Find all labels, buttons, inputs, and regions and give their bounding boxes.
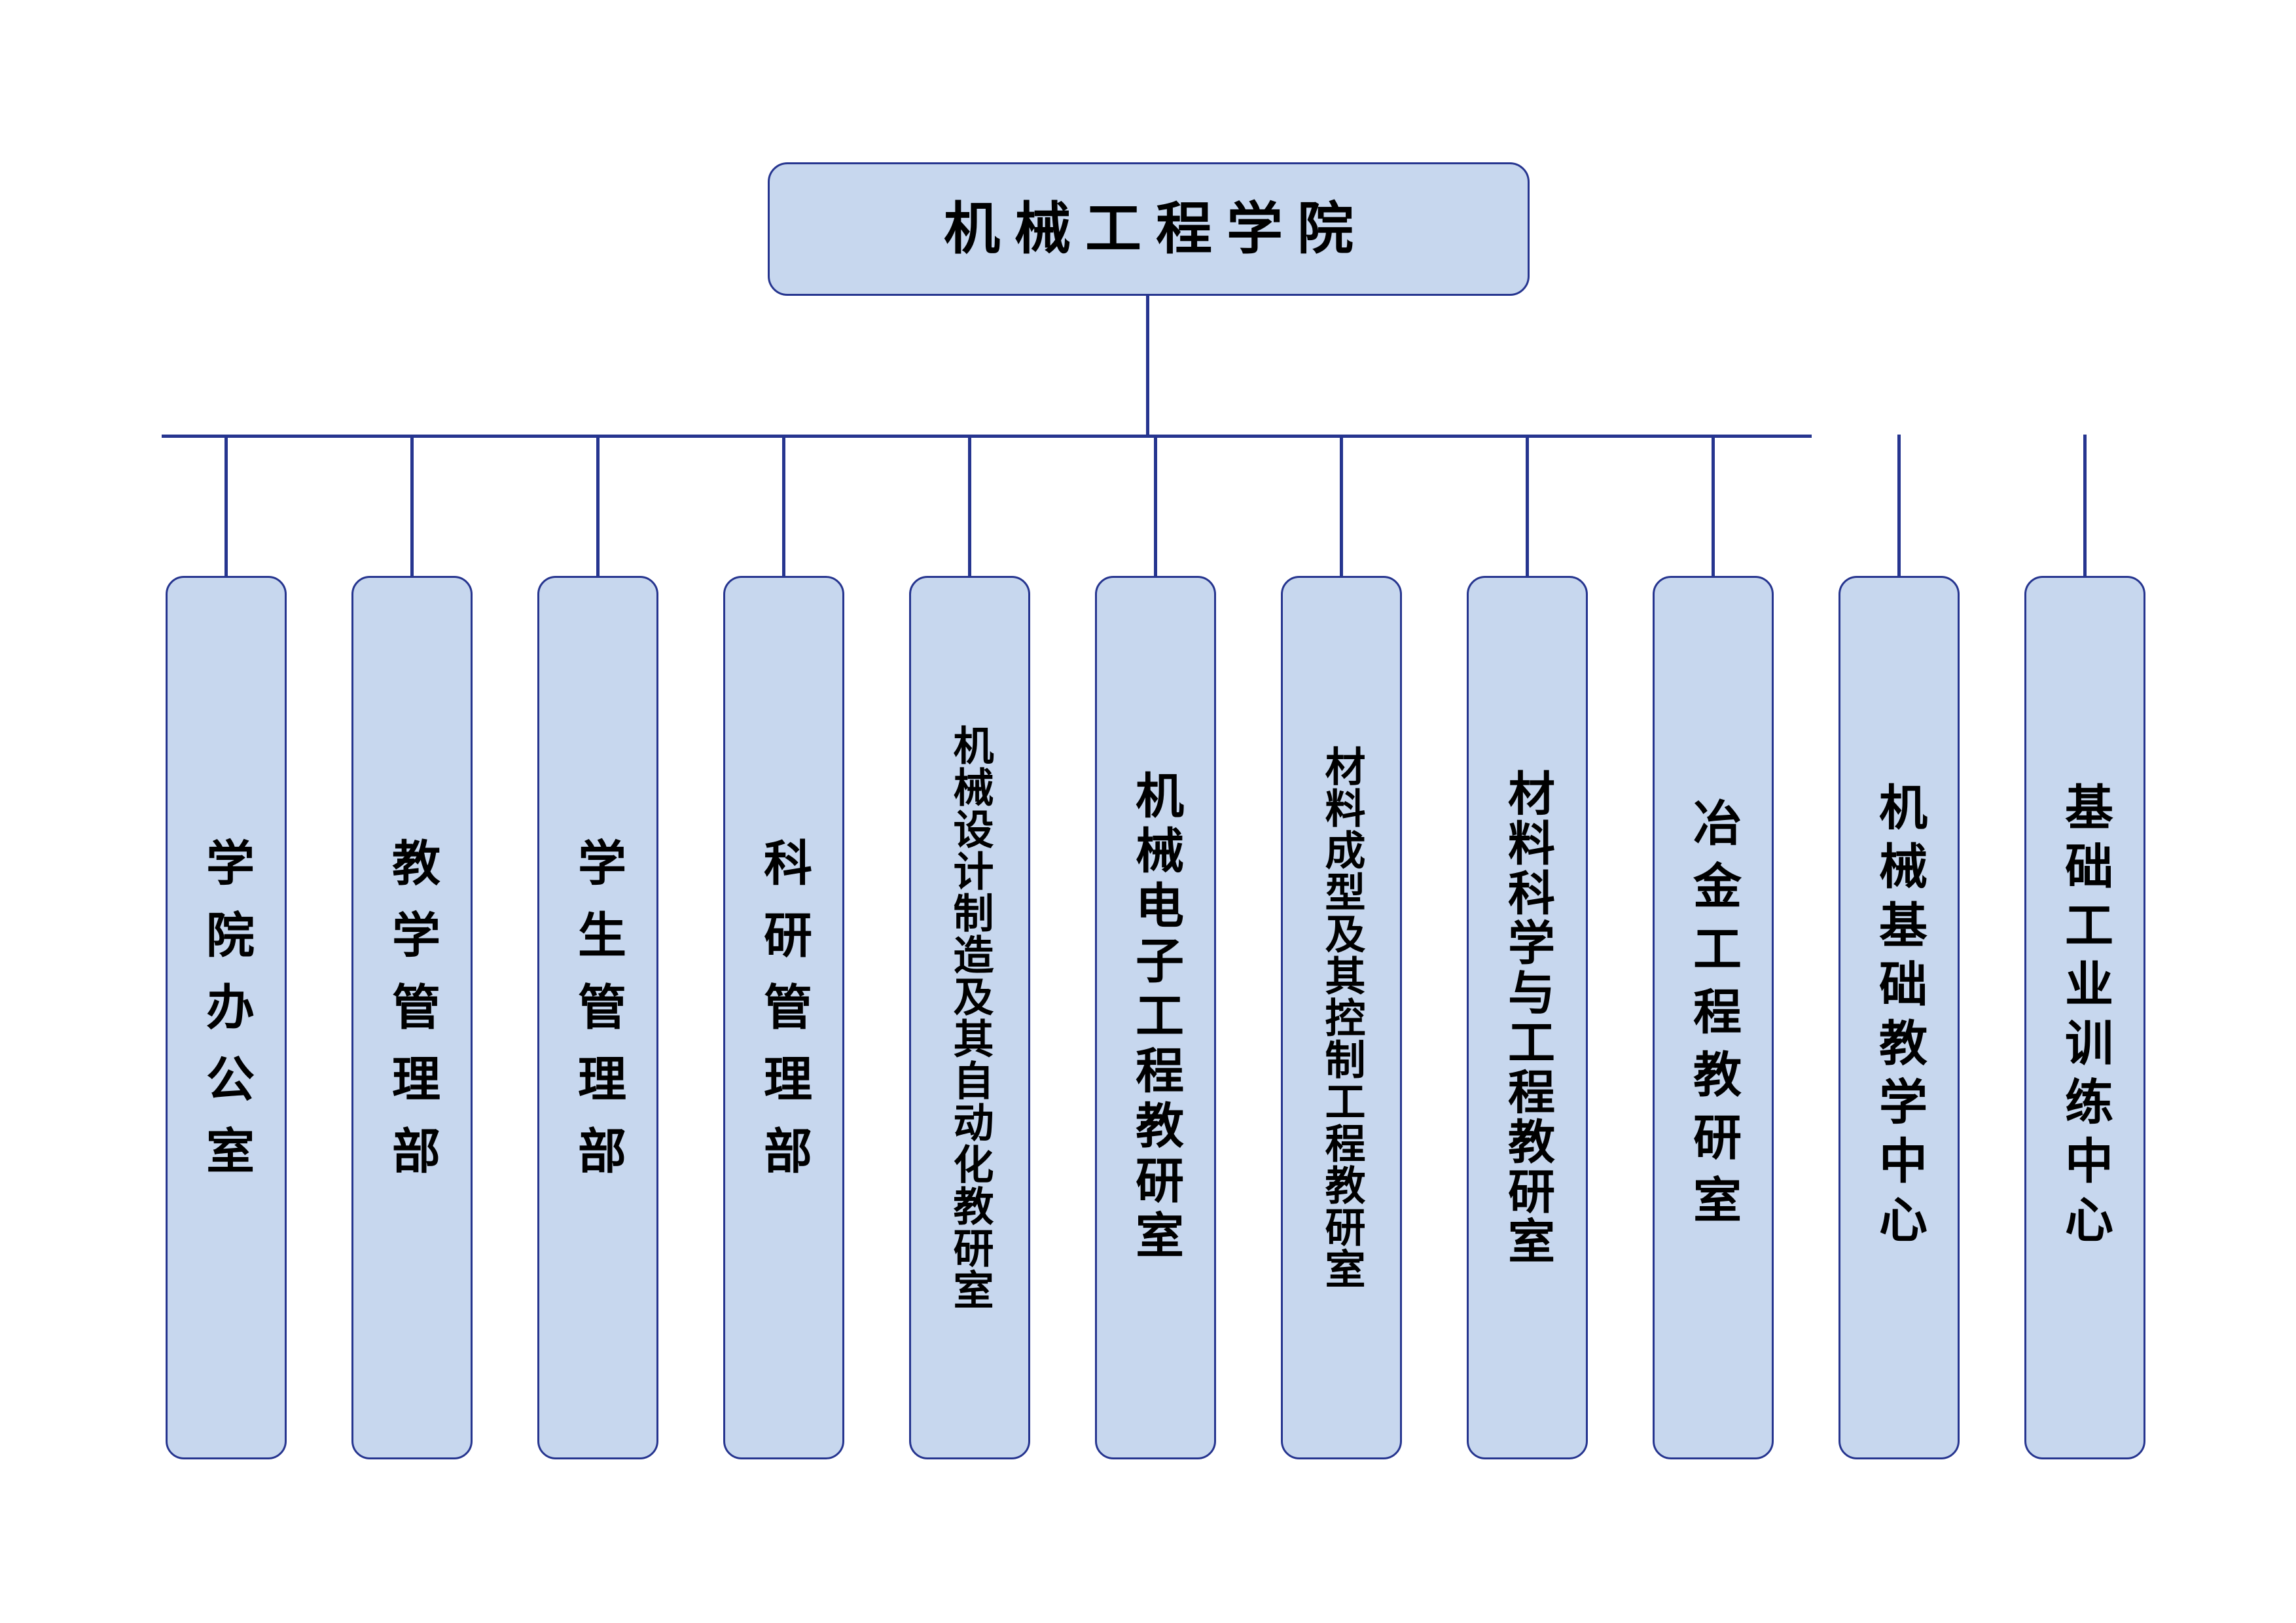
child-node-9[interactable]: 冶金工程教研室 (1653, 576, 1774, 1459)
connector-root-stem (1146, 296, 1149, 438)
child-node-3-label: 学生管理部 (569, 838, 626, 1198)
child-node-2[interactable]: 教学管理部 (351, 576, 473, 1459)
connector-drop-4 (782, 435, 785, 578)
connector-drop-6 (1154, 435, 1157, 578)
child-node-6-label: 机械电子工程教研室 (1127, 770, 1184, 1265)
child-node-4[interactable]: 科研管理部 (723, 576, 844, 1459)
child-node-10[interactable]: 机械基础教学中心 (1839, 576, 1960, 1459)
connector-drop-2 (410, 435, 414, 578)
child-node-2-label: 教学管理部 (384, 838, 440, 1198)
child-node-5-label: 机械设计制造及其自动化教研室 (946, 724, 994, 1311)
child-node-7-label: 材料成型及其控制工程教研室 (1318, 745, 1366, 1290)
child-node-5[interactable]: 机械设计制造及其自动化教研室 (909, 576, 1030, 1459)
child-node-11[interactable]: 基础工业训练中心 (2024, 576, 2145, 1459)
connector-drop-11 (2083, 435, 2087, 578)
child-node-9-label: 冶金工程教研室 (1685, 798, 1742, 1238)
child-node-8[interactable]: 材料科学与工程教研室 (1467, 576, 1588, 1459)
child-node-11-label: 基础工业训练中心 (2056, 782, 2113, 1253)
connector-drop-10 (1897, 435, 1901, 578)
connector-drop-7 (1340, 435, 1343, 578)
connector-drop-1 (224, 435, 228, 578)
connector-drop-8 (1526, 435, 1529, 578)
child-node-1[interactable]: 学院办公室 (166, 576, 287, 1459)
connector-horizontal-bus (162, 435, 1812, 438)
child-node-10-label: 机械基础教学中心 (1871, 782, 1928, 1253)
child-node-6[interactable]: 机械电子工程教研室 (1095, 576, 1216, 1459)
child-node-4-label: 科研管理部 (755, 838, 812, 1198)
root-node-school[interactable]: 机械工程学院 (768, 162, 1530, 296)
connector-drop-3 (596, 435, 600, 578)
child-node-3[interactable]: 学生管理部 (537, 576, 658, 1459)
connector-drop-9 (1712, 435, 1715, 578)
child-node-7[interactable]: 材料成型及其控制工程教研室 (1281, 576, 1402, 1459)
connector-drop-5 (968, 435, 971, 578)
child-node-1-label: 学院办公室 (198, 838, 255, 1198)
root-node-label: 机械工程学院 (944, 196, 1368, 262)
child-node-8-label: 材料科学与工程教研室 (1499, 769, 1556, 1266)
